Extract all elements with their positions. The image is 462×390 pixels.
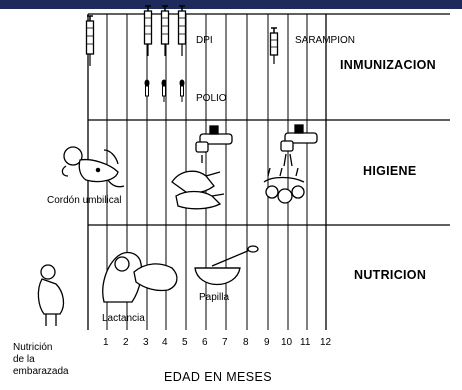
month-tick-4: 4: [162, 337, 168, 348]
nutrition-label-pregnancy: Nutrición de la embarazada: [13, 342, 69, 377]
syringe-icon: [85, 15, 95, 66]
month-tick-11: 11: [300, 337, 311, 348]
porridge-bowl-icon: [194, 245, 259, 286]
washing-vegetables-icon: [263, 167, 305, 204]
syringe-icon: [177, 5, 187, 56]
dropper-icon: [179, 79, 185, 102]
month-tick-7: 7: [222, 337, 228, 348]
syringe-icon: [143, 5, 153, 56]
faucet-icon: [195, 125, 233, 163]
month-tick-12: 12: [320, 337, 332, 348]
baby-icon: [61, 146, 125, 188]
month-tick-6: 6: [202, 337, 208, 348]
pregnant-woman-icon: [37, 264, 65, 326]
row-label-immunization: INMUNIZACION: [340, 58, 436, 72]
syringe-icon: [269, 27, 279, 64]
hygiene-label-umbilical-cord: Cordón umbilical: [47, 195, 122, 206]
month-tick-1: 1: [103, 337, 109, 348]
month-tick-8: 8: [243, 337, 249, 348]
month-tick-10: 10: [281, 337, 293, 348]
washing-hands-icon: [171, 170, 225, 210]
month-tick-2: 2: [123, 337, 129, 348]
month-tick-9: 9: [264, 337, 270, 348]
month-tick-3: 3: [143, 337, 149, 348]
dropper-icon: [144, 79, 150, 102]
dropper-icon: [161, 79, 167, 102]
month-tick-5: 5: [182, 337, 188, 348]
nutrition-label-breastfeeding: Lactancia: [102, 313, 145, 324]
top-bar: [0, 0, 462, 9]
faucet-icon: [280, 124, 318, 167]
nutrition-label-porridge: Papilla: [199, 292, 230, 303]
row-label-nutrition: NUTRICION: [354, 268, 427, 282]
syringe-icon: [160, 5, 170, 56]
vaccine-label-polio: POLIO: [196, 93, 227, 104]
breastfeeding-icon: [102, 251, 178, 303]
vaccine-label-dpi: DPI: [196, 35, 213, 46]
row-label-hygiene: HIGIENE: [363, 164, 417, 178]
vaccine-label-measles: SARAMPION: [295, 35, 356, 46]
axis-title: EDAD EN MESES: [164, 370, 273, 384]
